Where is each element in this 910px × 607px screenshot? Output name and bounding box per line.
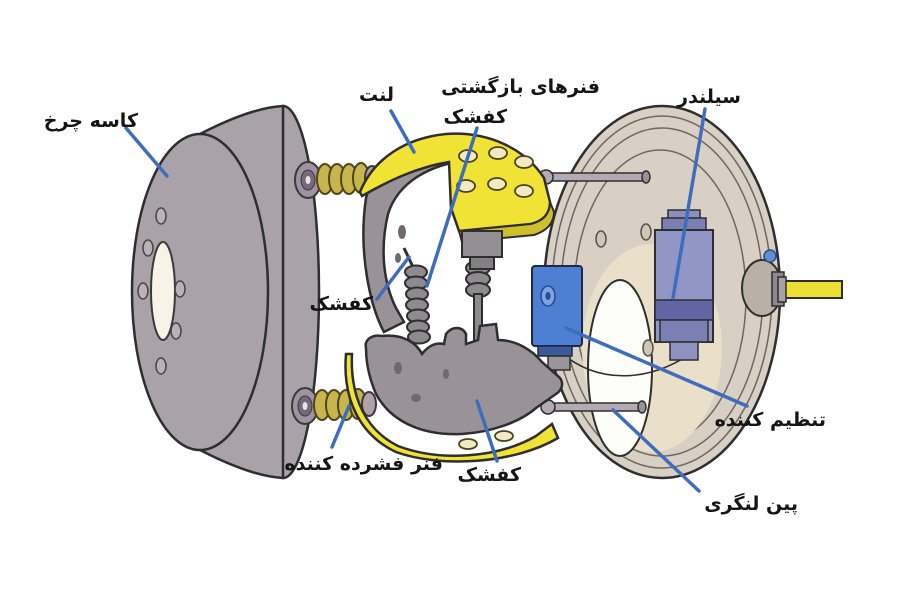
bottom-lining-graphic <box>344 352 560 463</box>
leader-line-compression-spring <box>330 404 351 449</box>
top-brake-shoe-graphic <box>358 132 556 334</box>
wheel-cylinder-graphic <box>654 209 714 361</box>
leader-line-shoe-left <box>375 255 411 301</box>
label-compression-spring: فنر فشرده کننده <box>284 453 443 475</box>
label-shoe-return-springs-line1: فنرهای بازگشتی <box>441 76 600 98</box>
brake-drum-graphic <box>130 104 321 480</box>
label-lining: لنت <box>358 84 394 106</box>
axle-yellow-shaft <box>781 280 843 299</box>
leader-line-shoe-bottom <box>475 399 499 463</box>
bottom-brake-shoe-graphic <box>344 322 564 463</box>
leader-line-anchor-pin <box>611 408 701 493</box>
leader-line-return-springs <box>425 126 479 288</box>
leader-lines <box>124 107 749 493</box>
leader-line-cylinder <box>671 107 707 300</box>
label-shoe-left: کفشک <box>309 293 373 315</box>
adjuster-graphic <box>531 265 583 371</box>
leader-line-wheel-drum <box>124 126 169 178</box>
label-cylinder: سیلندر <box>677 86 741 108</box>
leader-line-adjuster <box>564 326 749 408</box>
label-shoe-bottom: کفشک <box>457 464 521 486</box>
axle-shaft-graphic <box>741 249 843 317</box>
label-adjuster: تنظیم کننده <box>714 409 826 431</box>
label-anchor-pin: پین لنگری <box>704 493 798 515</box>
bleeder-valve-graphic <box>763 249 777 263</box>
label-shoe-return-springs-line2: کفشک <box>443 106 507 128</box>
leader-line-lining <box>389 109 416 154</box>
label-wheel-drum: کاسه چرخ <box>43 110 138 132</box>
